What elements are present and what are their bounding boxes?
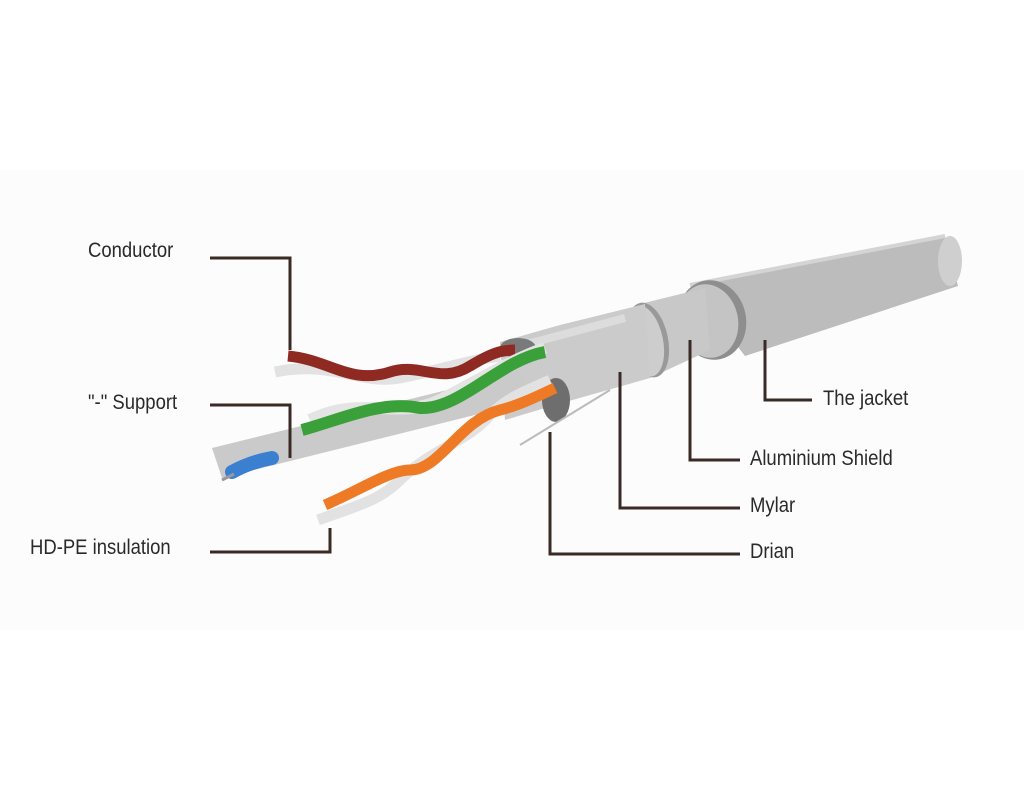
leader-support [210,403,292,458]
label-jacket: The jacket [823,387,909,410]
label-insulation: HD-PE insulation [30,536,171,559]
blue-pair [221,451,279,482]
label-shield: Aluminium Shield [750,447,893,470]
label-conductor: Conductor [88,239,174,262]
orange-pair [316,375,558,526]
leader-drain [548,432,740,556]
leader-mylar [618,372,740,510]
drain-wire [519,389,611,446]
label-mylar: Mylar [750,494,796,517]
leader-lines [210,256,812,556]
green-pair [300,342,547,436]
leader-shield [688,340,740,462]
label-drain: Drian [750,540,795,563]
label-support: "-" Support [88,391,178,414]
leader-jacket [763,340,812,402]
leader-insulation [210,528,332,554]
leader-conductor [210,256,292,350]
brown-pair [273,344,516,385]
